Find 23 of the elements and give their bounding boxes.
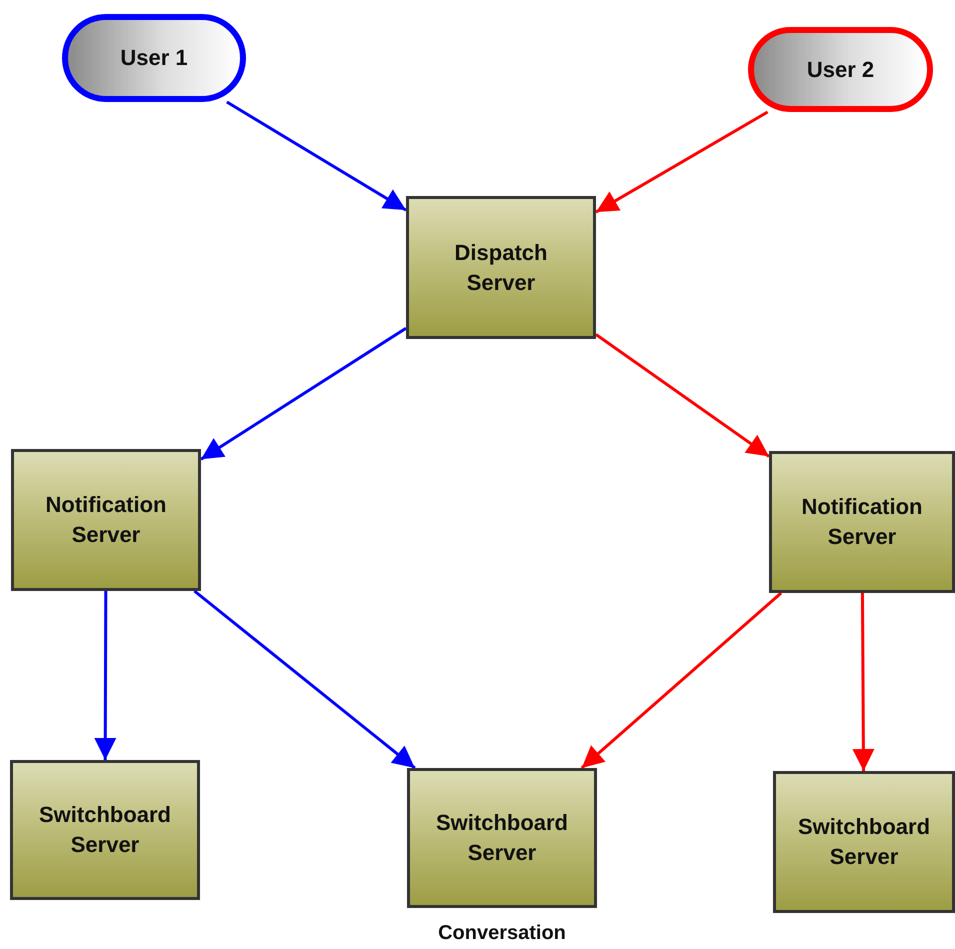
node-label: Switchboard Server — [38, 801, 172, 859]
server-box — [773, 771, 955, 913]
node-label: User 2 — [806, 56, 876, 84]
arrow — [595, 333, 770, 458]
arrow — [595, 110, 768, 214]
server-box — [406, 196, 596, 339]
arrow — [94, 591, 116, 760]
server-box — [769, 451, 955, 593]
arrow — [200, 326, 407, 461]
node-label: Notification Server — [800, 493, 924, 551]
arrow — [193, 590, 416, 770]
node-label: Switchboard Server — [797, 813, 932, 871]
server-box — [407, 768, 597, 908]
server-box — [11, 449, 201, 591]
node-label: Switchboard Server — [434, 809, 569, 867]
server-box — [10, 760, 200, 900]
arrow — [852, 593, 874, 771]
node-label: Dispatch Server — [454, 238, 548, 296]
node-label: Notification Server — [44, 491, 168, 549]
node-label: User 1 — [119, 44, 189, 72]
arrow — [580, 592, 782, 770]
arrow — [226, 100, 407, 212]
node-label: Conversation — [438, 922, 566, 945]
